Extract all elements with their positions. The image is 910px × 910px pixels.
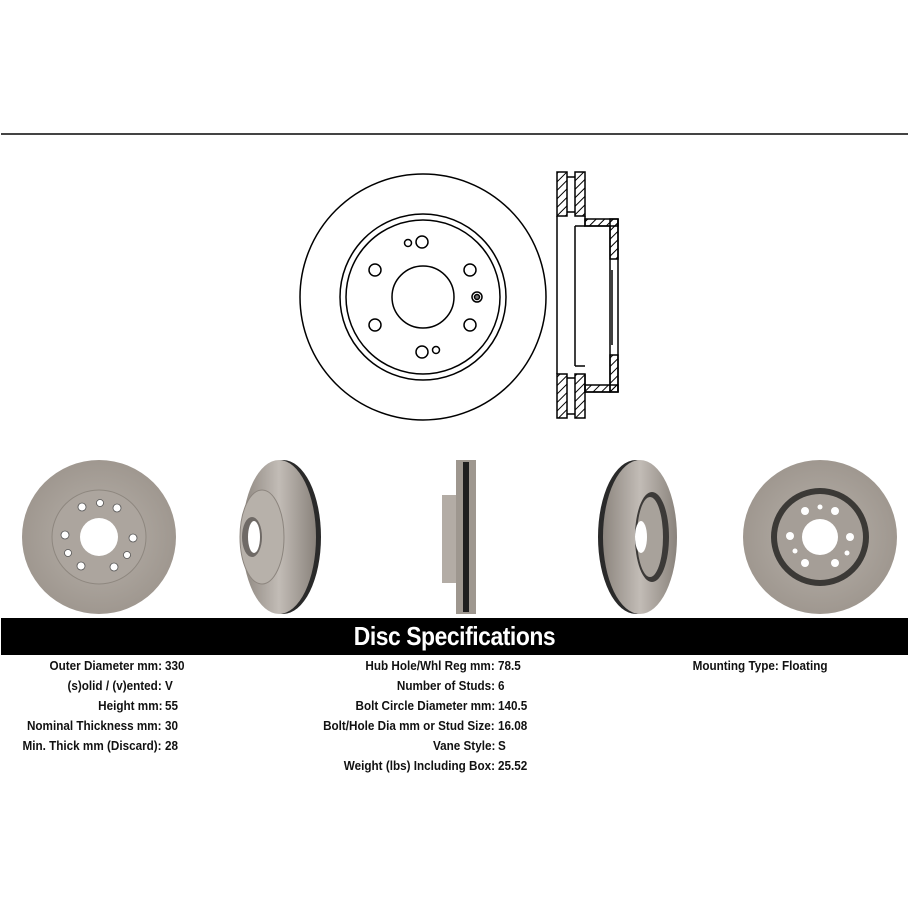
spec-label-mounting-type: Mounting Type: bbox=[692, 658, 779, 673]
rotor-technical-drawing bbox=[299, 171, 619, 421]
rotor-back-photo bbox=[743, 460, 897, 614]
spec-value-min-thickness: 28 bbox=[165, 738, 179, 753]
rotor-side-photo bbox=[442, 460, 476, 614]
spec-value-bolt-hole-dia: 16.08 bbox=[498, 718, 528, 733]
spec-value-mounting-type: Floating bbox=[782, 658, 828, 673]
spec-value-outer-diameter: 330 bbox=[165, 658, 185, 673]
spec-label-vane-style: Vane Style: bbox=[432, 738, 495, 753]
spec-label-min-thickness: Min. Thick mm (Discard): bbox=[22, 738, 162, 753]
spec-label-solid-vented: (s)olid / (v)ented: bbox=[67, 678, 162, 693]
rotor-front-outline bbox=[299, 173, 547, 421]
spec-label-bolt-hole-dia: Bolt/Hole Dia mm or Stud Size: bbox=[323, 718, 495, 733]
spec-label-height: Height mm: bbox=[97, 698, 162, 713]
spec-label-nominal-thickness: Nominal Thickness mm: bbox=[27, 718, 162, 733]
spec-label-outer-diameter: Outer Diameter mm: bbox=[49, 658, 162, 673]
rotor-angled-back-photo bbox=[598, 460, 677, 614]
spec-label-weight: Weight (lbs) Including Box: bbox=[343, 758, 495, 773]
spec-value-solid-vented: V bbox=[165, 678, 173, 693]
spec-label-hub-hole: Hub Hole/Whl Reg mm: bbox=[365, 658, 495, 673]
rotor-section-profile bbox=[556, 171, 619, 419]
spec-value-hub-hole: 78.5 bbox=[498, 658, 521, 673]
spec-value-bolt-circle: 140.5 bbox=[498, 698, 528, 713]
spec-label-bolt-circle: Bolt Circle Diameter mm: bbox=[355, 698, 495, 713]
top-divider bbox=[1, 133, 908, 135]
spec-value-vane-style: S bbox=[498, 738, 506, 753]
rotor-angled-photo bbox=[239, 460, 321, 614]
spec-label-number-of-studs: Number of Studs: bbox=[396, 678, 495, 693]
spec-header-bar: Disc Specifications bbox=[1, 618, 908, 655]
spec-value-weight: 25.52 bbox=[498, 758, 528, 773]
rotor-photo-row bbox=[22, 460, 897, 614]
spec-value-height: 55 bbox=[165, 698, 179, 713]
spec-value-nominal-thickness: 30 bbox=[165, 718, 179, 733]
rotor-front-photo bbox=[22, 460, 176, 614]
spec-title: Disc Specifications bbox=[353, 621, 556, 651]
spec-value-number-of-studs: 6 bbox=[498, 678, 505, 693]
